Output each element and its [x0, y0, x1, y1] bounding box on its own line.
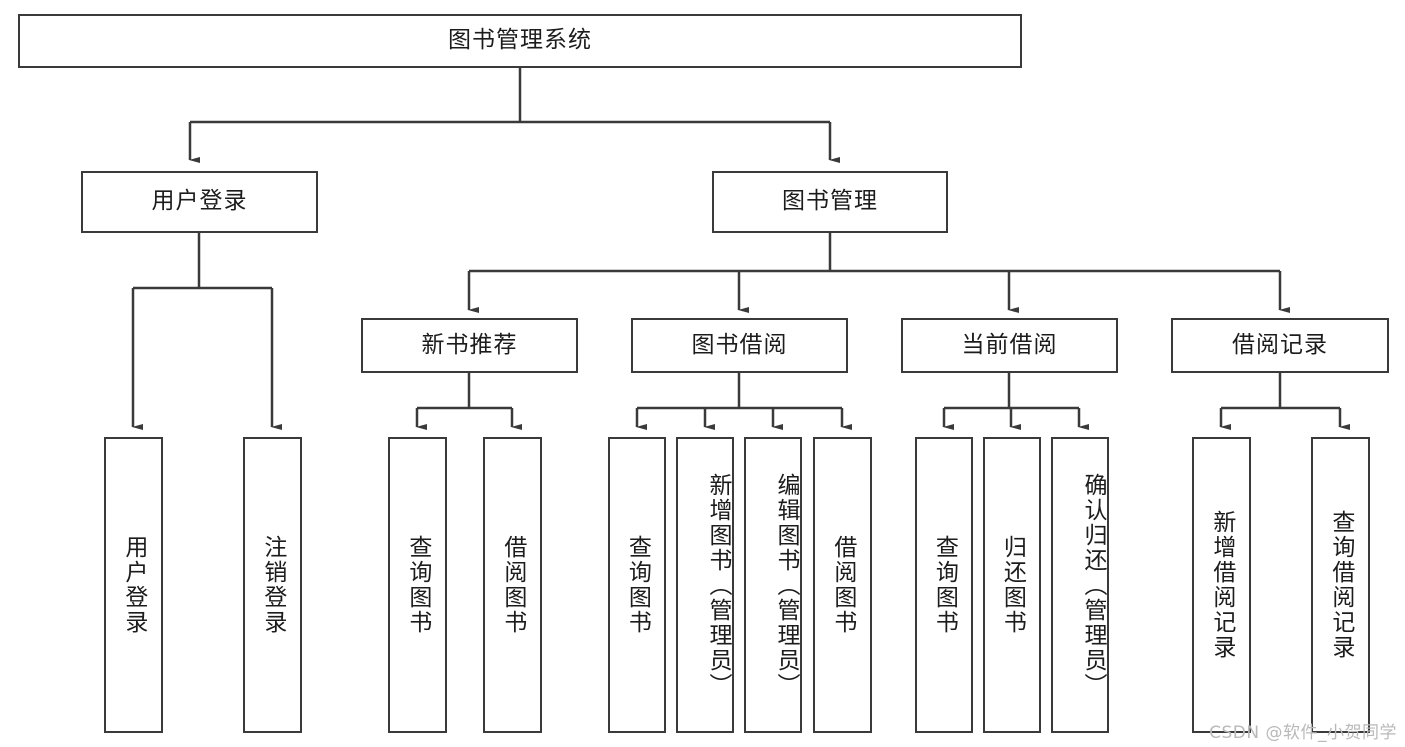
leaf-borrow-query-book[interactable]: 查询图书 [608, 437, 666, 733]
leaf-record-query-label: 查询借阅记录 [1327, 510, 1354, 660]
leaf-new-book-borrow[interactable]: 借阅图书 [483, 437, 542, 733]
leaf-current-query-book[interactable]: 查询图书 [915, 437, 973, 733]
leaf-user-logout[interactable]: 注销登录 [243, 437, 302, 733]
node-book-management[interactable]: 图书管理 [712, 171, 948, 233]
leaf-record-query[interactable]: 查询借阅记录 [1311, 437, 1370, 733]
leaf-current-confirm-return-label: 确认归还（管理员） [1080, 472, 1106, 698]
leaf-user-login-label: 用户登录 [120, 535, 147, 635]
node-borrow-record[interactable]: 借阅记录 [1171, 318, 1389, 373]
leaf-borrow-edit-book-label: 编辑图书（管理员） [773, 472, 799, 698]
leaf-current-return-book[interactable]: 归还图书 [983, 437, 1041, 733]
leaf-user-login[interactable]: 用户登录 [104, 437, 163, 733]
leaf-borrow-query-book-label: 查询图书 [624, 535, 651, 635]
leaf-borrow-borrow-book-label: 借阅图书 [829, 535, 856, 635]
node-user-login[interactable]: 用户登录 [81, 171, 318, 233]
node-root[interactable]: 图书管理系统 [18, 14, 1022, 68]
leaf-new-book-query-label: 查询图书 [404, 535, 431, 635]
node-root-label: 图书管理系统 [448, 27, 592, 54]
leaf-borrow-edit-book[interactable]: 编辑图书（管理员） [744, 437, 802, 733]
leaf-borrow-add-book-label: 新增图书（管理员） [705, 472, 731, 698]
node-current-borrow-label: 当前借阅 [961, 331, 1058, 358]
leaf-new-book-borrow-label: 借阅图书 [499, 535, 526, 635]
node-book-management-label: 图书管理 [782, 188, 878, 215]
csdn-watermark: CSDN @软件_小贺同学 [1209, 723, 1397, 743]
leaf-borrow-add-book[interactable]: 新增图书（管理员） [676, 437, 734, 733]
node-book-borrow-label: 图书借阅 [691, 331, 788, 358]
leaf-user-logout-label: 注销登录 [259, 535, 286, 635]
leaf-current-confirm-return[interactable]: 确认归还（管理员） [1051, 437, 1109, 733]
leaf-new-book-query[interactable]: 查询图书 [388, 437, 447, 733]
leaf-record-add-label: 新增借阅记录 [1208, 510, 1235, 660]
leaf-current-return-book-label: 归还图书 [999, 535, 1026, 635]
node-current-borrow[interactable]: 当前借阅 [901, 318, 1118, 373]
node-new-book-recommend-label: 新书推荐 [421, 331, 518, 358]
node-user-login-label: 用户登录 [151, 188, 248, 215]
leaf-record-add[interactable]: 新增借阅记录 [1192, 437, 1251, 733]
leaf-current-query-book-label: 查询图书 [931, 535, 958, 635]
node-new-book-recommend[interactable]: 新书推荐 [361, 318, 578, 373]
node-borrow-record-label: 借阅记录 [1232, 331, 1328, 358]
node-book-borrow[interactable]: 图书借阅 [631, 318, 848, 373]
leaf-borrow-borrow-book[interactable]: 借阅图书 [813, 437, 872, 733]
